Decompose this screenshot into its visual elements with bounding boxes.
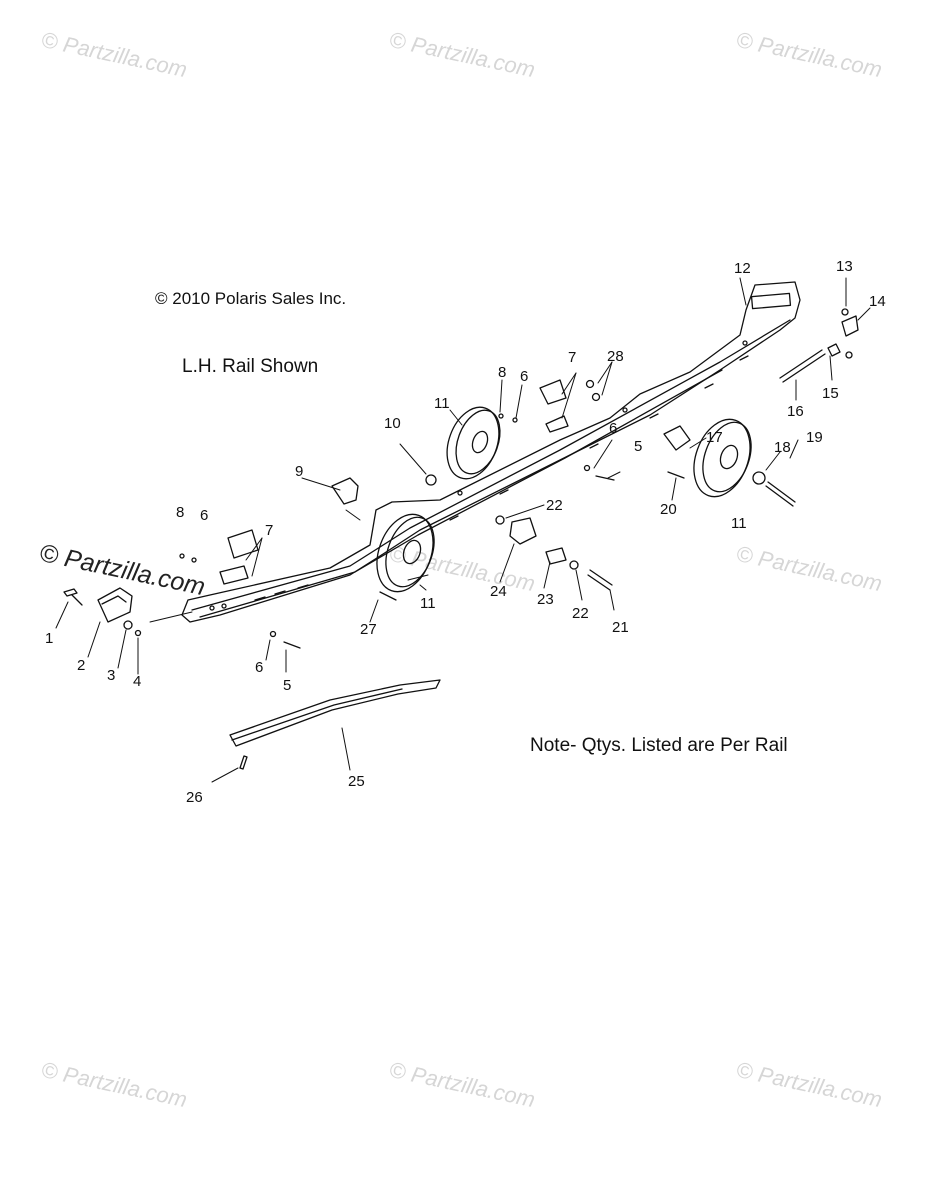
callout-8-a: 8 bbox=[176, 504, 184, 521]
callout-8-b: 8 bbox=[498, 364, 506, 381]
callout-13: 13 bbox=[836, 258, 853, 275]
callout-10: 10 bbox=[384, 415, 401, 432]
callout-20: 20 bbox=[660, 501, 677, 518]
rail-shown-note: L.H. Rail Shown bbox=[182, 356, 319, 377]
callout-1: 1 bbox=[45, 630, 53, 647]
callout-6-c: 6 bbox=[520, 368, 528, 385]
callout-25: 25 bbox=[348, 773, 365, 790]
callout-11-b: 11 bbox=[420, 595, 436, 612]
callout-27: 27 bbox=[360, 621, 377, 638]
callout-28: 28 bbox=[607, 348, 624, 365]
callout-15: 15 bbox=[822, 385, 839, 402]
callout-3: 3 bbox=[107, 667, 115, 684]
callout-6-b: 6 bbox=[200, 507, 208, 524]
callout-12: 12 bbox=[734, 260, 751, 277]
callout-21: 21 bbox=[612, 619, 629, 636]
callout-16: 16 bbox=[787, 403, 804, 420]
copyright-note: © 2010 Polaris Sales Inc. bbox=[155, 289, 347, 308]
callout-26: 26 bbox=[186, 789, 203, 806]
callout-5-a: 5 bbox=[283, 677, 291, 694]
callout-7-b: 7 bbox=[265, 522, 273, 539]
callout-24: 24 bbox=[490, 583, 507, 600]
callout-2: 2 bbox=[77, 657, 85, 674]
callout-18: 18 bbox=[774, 439, 791, 456]
idler-wheels bbox=[376, 406, 752, 593]
callout-6-a: 6 bbox=[255, 659, 263, 676]
callout-labels: 1 2 3 4 5 5 6 6 6 6 7 7 8 8 9 10 11 11 1… bbox=[45, 258, 886, 806]
callout-5-b: 5 bbox=[634, 438, 642, 455]
rail-assembly bbox=[181, 281, 801, 623]
callout-14: 14 bbox=[869, 293, 886, 310]
callout-11-c: 11 bbox=[731, 515, 747, 532]
callout-17: 17 bbox=[706, 429, 723, 446]
callout-19: 19 bbox=[806, 429, 823, 446]
callout-23: 23 bbox=[537, 591, 554, 608]
callout-22-b: 22 bbox=[572, 605, 589, 622]
hyfax-slide bbox=[229, 679, 441, 770]
callout-6-d: 6 bbox=[609, 420, 617, 437]
callout-4: 4 bbox=[133, 673, 141, 690]
hardware-parts bbox=[63, 308, 859, 649]
quantity-note: Note- Qtys. Listed are Per Rail bbox=[530, 735, 788, 756]
callout-22-a: 22 bbox=[546, 497, 563, 514]
callout-9: 9 bbox=[295, 463, 303, 480]
callout-7-a: 7 bbox=[568, 349, 576, 366]
callout-11-a: 11 bbox=[434, 395, 450, 412]
leader-lines bbox=[55, 277, 871, 783]
